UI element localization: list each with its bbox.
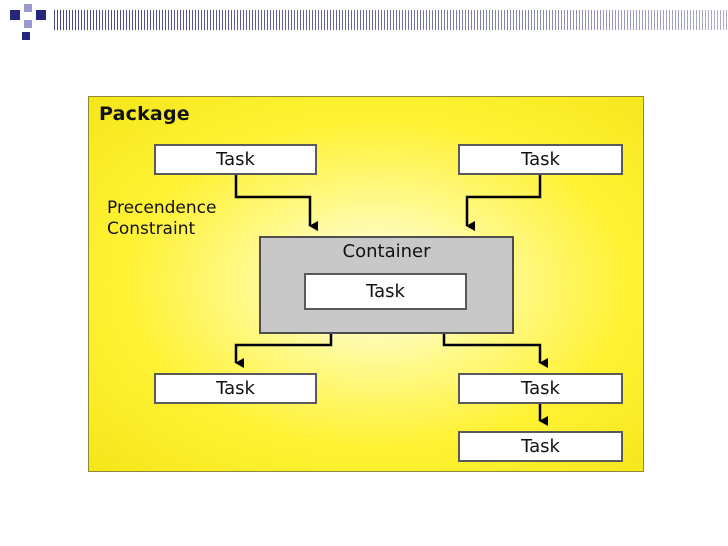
precedence-constraint-line-2: Constraint [107, 219, 196, 239]
arrow-container-to-bottom-right [442, 334, 548, 368]
task-bottom-left: Task [154, 373, 317, 404]
decor-square [24, 4, 32, 12]
task-bottom-right-lower: Task [458, 431, 623, 462]
package-label: Package [99, 103, 190, 125]
decor-square [22, 32, 30, 40]
decor-square [36, 10, 46, 20]
task-in-container: Task [304, 273, 467, 310]
arrow-container-to-bottom-left [234, 334, 333, 368]
task-top-left: Task [154, 144, 317, 175]
precedence-constraint-line-1: Precendence [107, 198, 217, 218]
task-top-right: Task [458, 144, 623, 175]
arrow-top-right-to-container [465, 175, 542, 231]
header-banner-fade [54, 10, 728, 30]
decor-square [24, 20, 32, 28]
container-box [259, 236, 514, 334]
container-label: Container [342, 241, 431, 262]
arrow-top-left-to-container [234, 175, 318, 231]
decor-square [10, 10, 20, 20]
task-bottom-right: Task [458, 373, 623, 404]
precedence-constraint-label: Precendence Constraint [107, 198, 216, 240]
